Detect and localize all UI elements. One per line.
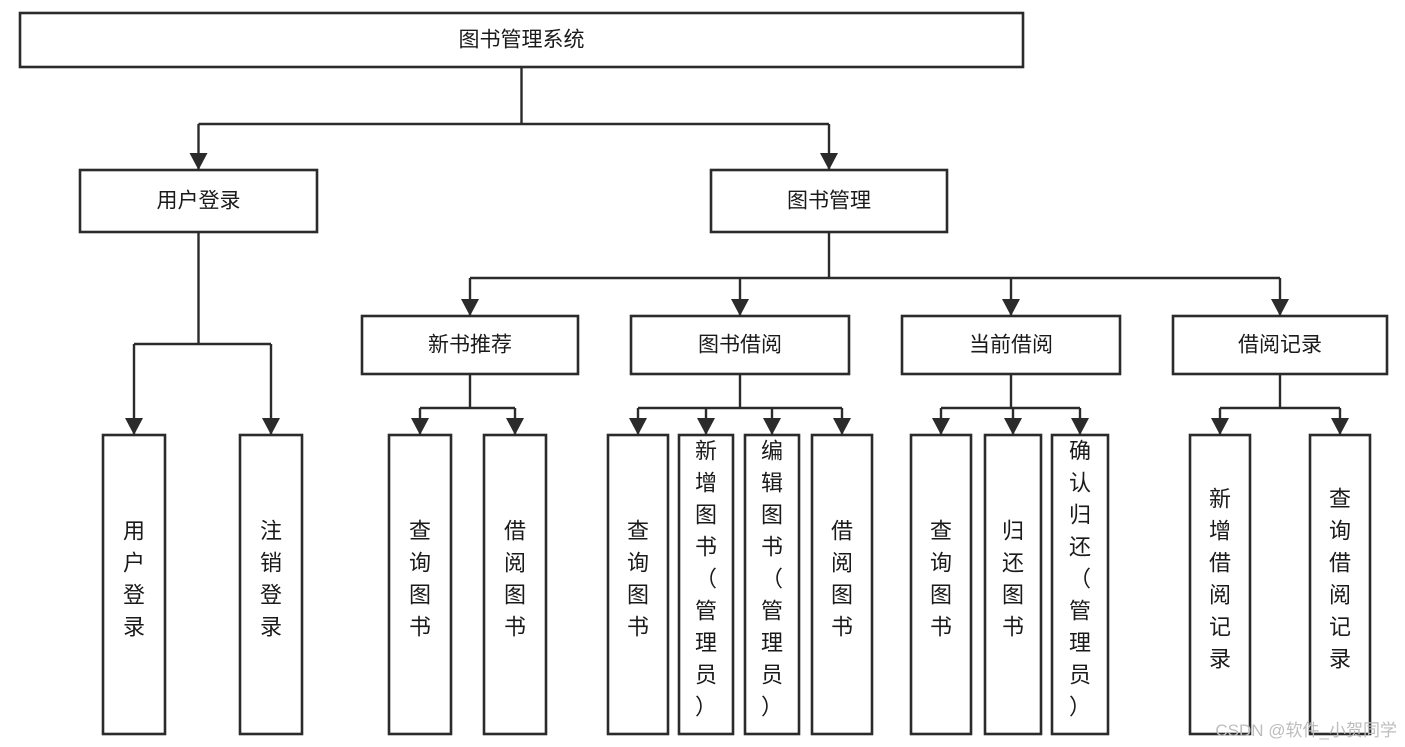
arrow-head-icon [189,153,208,170]
node-login[interactable]: 用户登录 [78,168,319,234]
node-label-current: 当前借阅 [969,334,1053,357]
node-label-root: 图书管理系统 [459,29,585,52]
arrow-head-icon [506,418,524,435]
node-box-leaf-borrow-book-2 [810,433,874,736]
node-label-borrow: 图书借阅 [698,334,782,357]
node-borrow[interactable]: 图书借阅 [629,314,851,376]
node-label-leaf-query-book-1: 查询图书 [409,519,431,640]
arrow-head-icon [1331,418,1349,435]
node-leaf-query-record[interactable]: 查询借阅记录 [1308,433,1372,736]
arrow-head-icon [1211,418,1229,435]
node-label-leaf-query-book-3: 查询图书 [930,519,952,640]
node-leaf-return-book[interactable]: 归还图书 [983,433,1043,736]
node-label-records: 借阅记录 [1238,334,1322,357]
node-box-leaf-confirm-return [1050,433,1110,736]
node-label-login: 用户登录 [157,190,241,213]
node-box-bookmgmt [709,168,949,234]
node-label-newbook: 新书推荐 [428,334,512,357]
arrow-head-icon [1071,418,1089,435]
node-leaf-confirm-return[interactable]: 确认归还（管理员） [1050,433,1110,736]
node-label-leaf-borrow-book-2: 借阅图书 [831,519,853,640]
node-box-leaf-query-book-3 [909,433,973,736]
node-label-leaf-return-book: 归还图书 [1002,519,1024,640]
node-box-newbook [360,314,580,376]
node-leaf-query-book-1[interactable]: 查询图书 [387,433,453,736]
arrow-head-icon [125,418,143,435]
node-box-leaf-edit-book [743,433,801,736]
node-root[interactable]: 图书管理系统 [18,11,1025,69]
arrow-head-icon [1271,299,1289,316]
node-label-leaf-confirm-return: 确认归还（管理员） [1069,439,1091,720]
node-leaf-borrow-book-1[interactable]: 借阅图书 [482,433,548,736]
node-label-leaf-user-login: 用户登录 [123,519,145,640]
arrow-head-icon [411,418,429,435]
node-box-root [18,11,1025,69]
node-leaf-query-book-3[interactable]: 查询图书 [909,433,973,736]
node-label-leaf-borrow-book-1: 借阅图书 [504,519,526,640]
node-leaf-query-book-2[interactable]: 查询图书 [606,433,670,736]
node-box-borrow [629,314,851,376]
arrow-head-icon [833,418,851,435]
node-current[interactable]: 当前借阅 [900,314,1122,376]
node-box-login [78,168,319,234]
node-box-leaf-user-login [101,433,167,736]
node-box-leaf-query-book-2 [606,433,670,736]
arrow-head-icon [461,299,479,316]
node-label-bookmgmt: 图书管理 [787,190,871,213]
node-label-leaf-edit-book: 编辑图书（管理员） [761,439,783,720]
node-label-leaf-add-book: 新增图书（管理员） [695,439,717,720]
node-leaf-user-logout[interactable]: 注销登录 [238,433,304,736]
connector-layer [125,67,1349,435]
node-bookmgmt[interactable]: 图书管理 [709,168,949,234]
node-box-leaf-return-book [983,433,1043,736]
arrow-head-icon [820,153,838,170]
node-box-records [1171,314,1389,376]
node-leaf-user-login[interactable]: 用户登录 [101,433,167,736]
node-records[interactable]: 借阅记录 [1171,314,1389,376]
arrow-head-icon [629,418,647,435]
arrow-head-icon [932,418,950,435]
node-box-leaf-add-book [677,433,735,736]
node-box-leaf-user-logout [238,433,304,736]
node-box-leaf-query-book-1 [387,433,453,736]
node-leaf-add-book[interactable]: 新增图书（管理员） [677,433,735,736]
node-layer: 图书管理系统用户登录图书管理新书推荐图书借阅当前借阅借阅记录用户登录注销登录查询… [18,11,1389,736]
arrow-head-icon [1002,299,1020,316]
node-label-leaf-add-record: 新增借阅记录 [1209,487,1231,672]
node-box-current [900,314,1122,376]
node-label-leaf-query-record: 查询借阅记录 [1329,487,1351,672]
arrow-head-icon [763,418,781,435]
arrow-head-icon [1004,418,1022,435]
arrow-head-icon [731,299,749,316]
node-label-leaf-user-logout: 注销登录 [260,519,282,640]
node-leaf-edit-book[interactable]: 编辑图书（管理员） [743,433,801,736]
arrow-head-icon [262,418,280,435]
arrow-head-icon [697,418,715,435]
node-box-leaf-query-record [1308,433,1372,736]
node-box-leaf-borrow-book-1 [482,433,548,736]
node-label-leaf-query-book-2: 查询图书 [627,519,649,640]
node-newbook[interactable]: 新书推荐 [360,314,580,376]
node-leaf-borrow-book-2[interactable]: 借阅图书 [810,433,874,736]
node-leaf-add-record[interactable]: 新增借阅记录 [1188,433,1252,736]
node-box-leaf-add-record [1188,433,1252,736]
